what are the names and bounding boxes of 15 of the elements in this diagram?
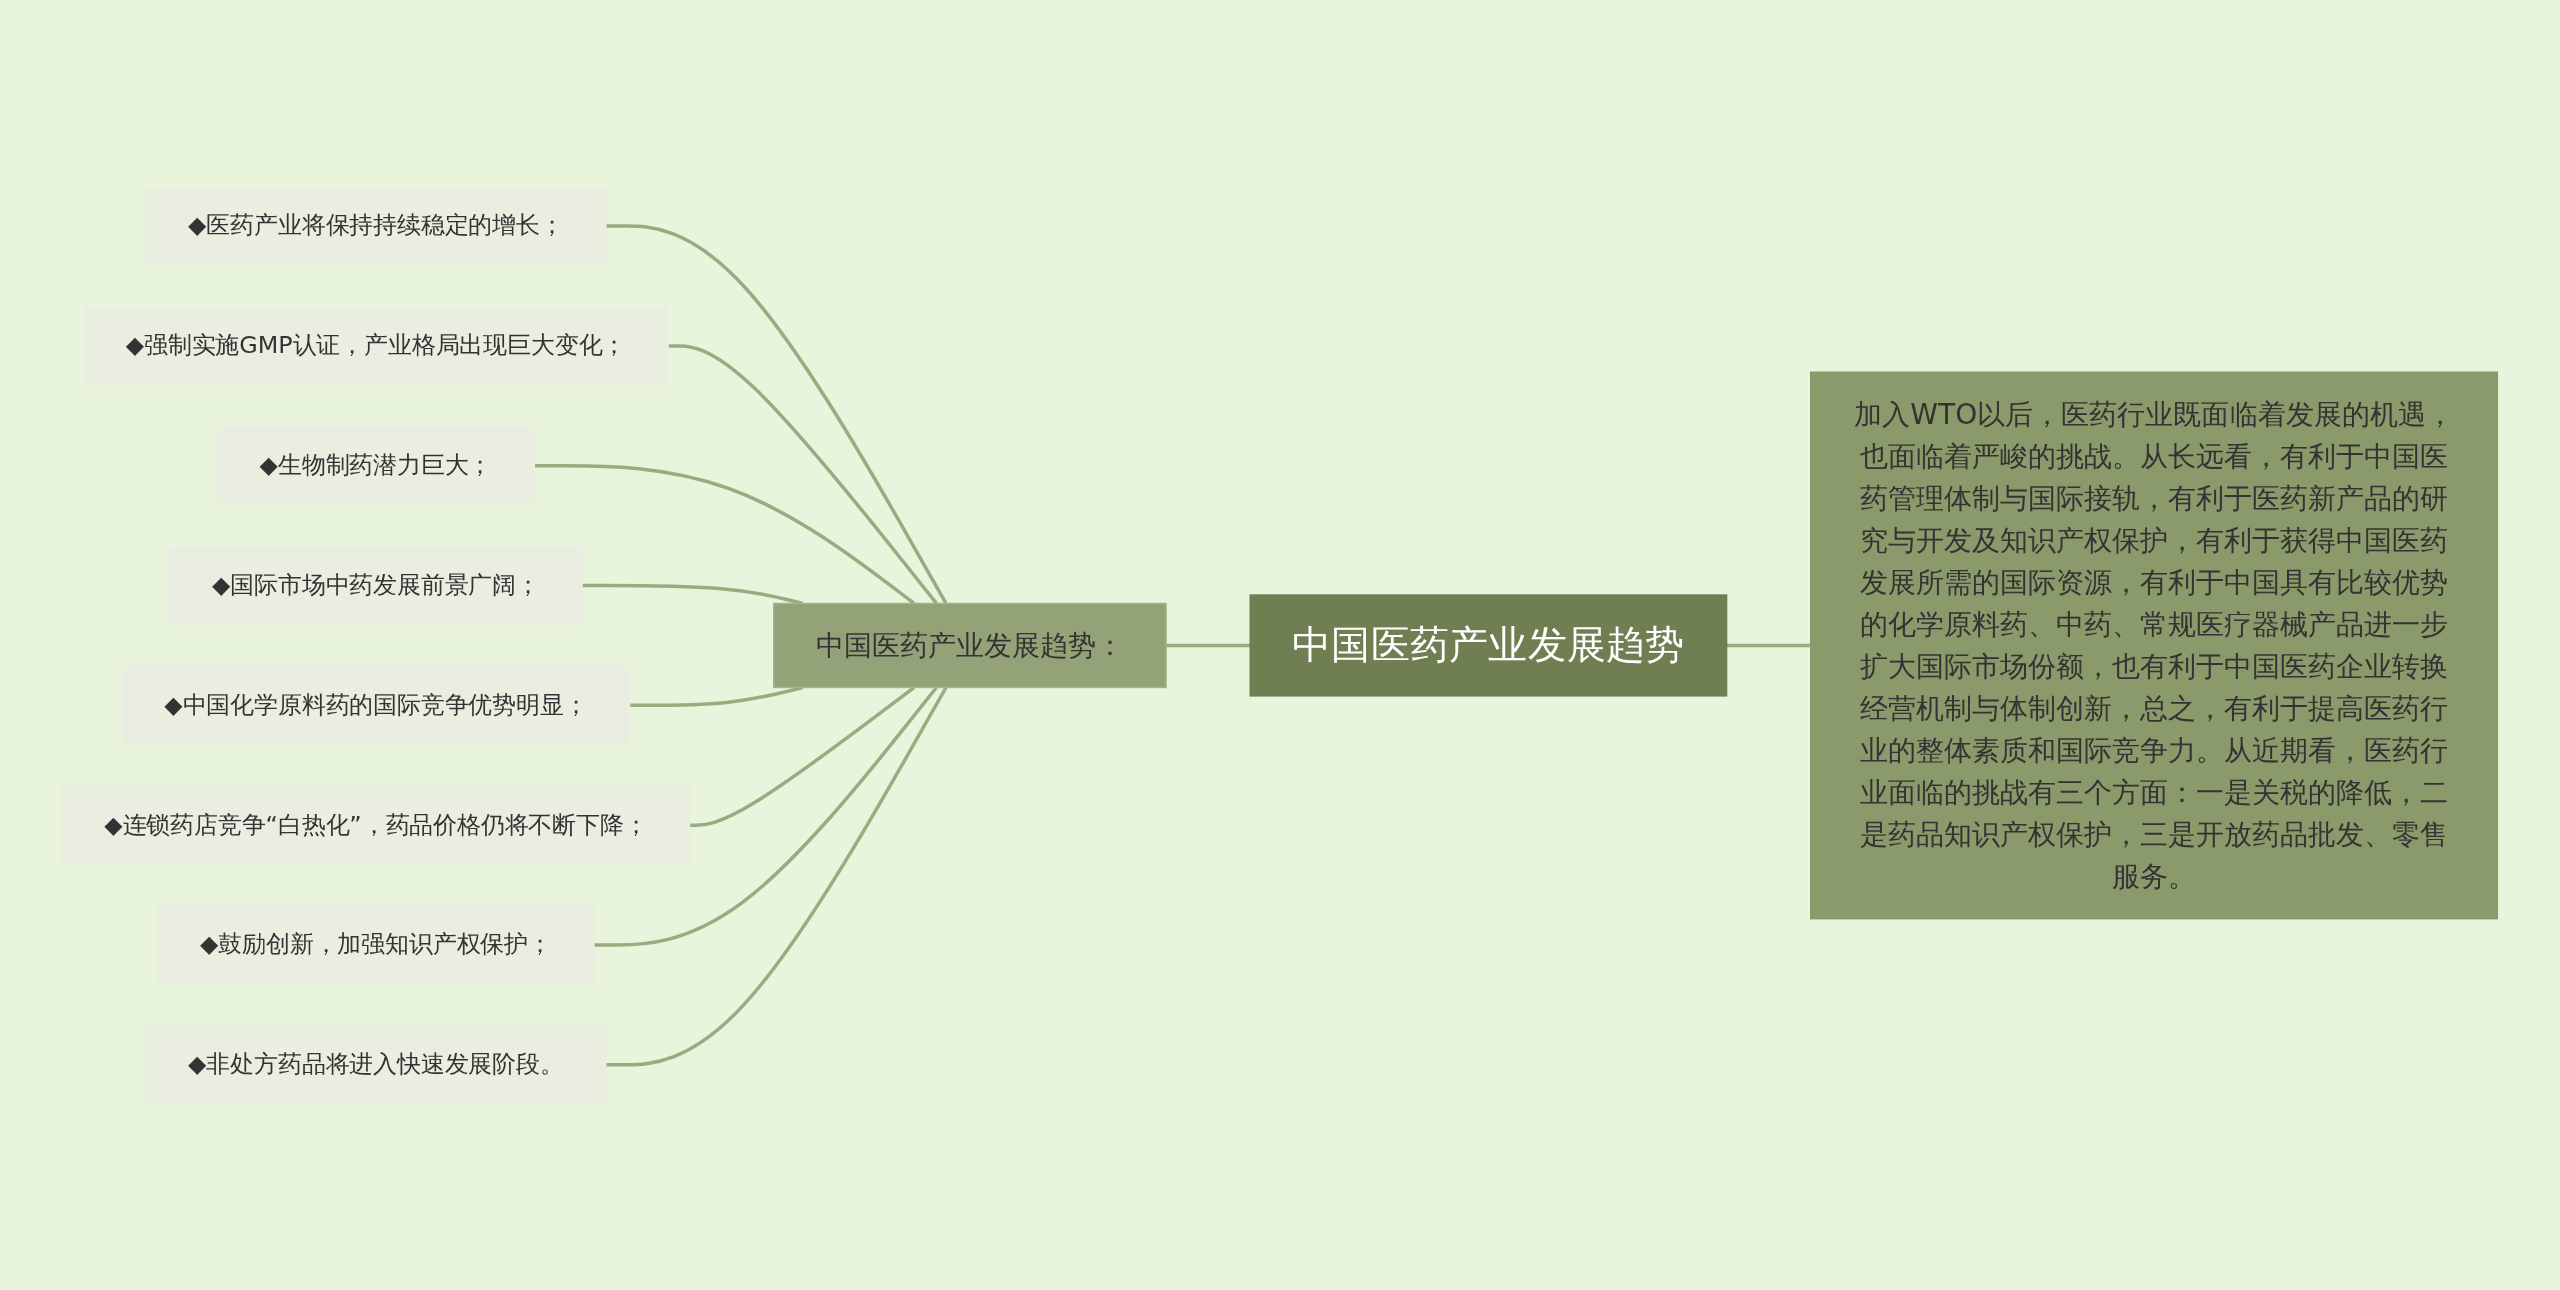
node-box: ◆鼓励创新，加强知识产权保护； [157, 904, 595, 985]
node-box: 中国医药产业发展趋势： [773, 602, 1167, 688]
node-box: 加入WTO以后，医药行业既面临着发展的机遇，也面临着严峻的挑战。从长远看，有利于中国医药管理体制与国际接轨，有利于医药新产品的研究与开发及知识产权保护，有利于获得中国医药发展所需的国际资源，有利于中国具有比较优势的化学原料药、中药、常规医疗器械产品进一步扩大国际市场份额，也有利于中国医药企业转换经营机制与体制创新，总之，有利于提高医药行业的整体素质和国际竞争力。从近期看，医药行业面临的挑战有三个方面：一是关税的降低，二是药品知识产权保护，三是开放药品批发、零售服务。 [1810, 371, 2499, 919]
node-box: ◆非处方药品将进入快速发展阶段。 [145, 1024, 607, 1104]
connector [1726, 643, 1811, 647]
node-box: ◆中国化学原料药的国际竞争优势明显； [121, 665, 631, 745]
node-box: ◆医药产业将保持持续稳定的增长； [145, 186, 607, 266]
node-box: ◆连锁药店竞争“白热化”，药品价格仍将不断下降； [61, 785, 691, 865]
node-box: ◆生物制药潜力巨大； [217, 425, 536, 505]
node-box: 中国医药产业发展趋势 [1249, 593, 1728, 697]
connector [1166, 643, 1251, 647]
node-box: ◆国际市场中药发展前景广阔； [169, 545, 583, 625]
connector [606, 686, 948, 1067]
node-box: ◆强制实施GMP认证，产业格局出现巨大变化； [83, 305, 670, 386]
connector [606, 223, 948, 604]
